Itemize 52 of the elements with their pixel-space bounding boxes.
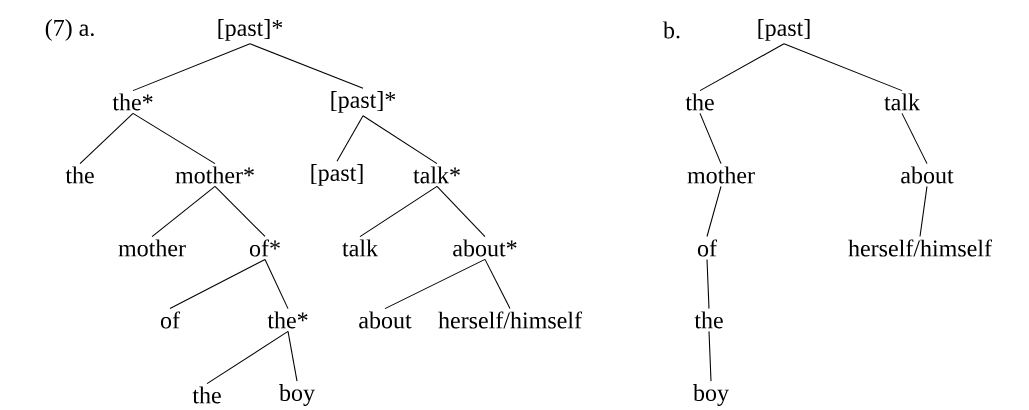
tree-word: the (192, 386, 221, 404)
tree-branch (151, 185, 216, 238)
tree-word: of (160, 311, 180, 329)
tree-word: of* (249, 239, 280, 257)
tree-branch (264, 258, 289, 310)
tree-branch (79, 112, 134, 165)
tree-branch (132, 112, 216, 165)
tree-branch (214, 185, 266, 238)
tree-word: [past]* (331, 91, 396, 113)
tree-word: [past] (311, 164, 363, 186)
tree-word: about* (453, 239, 517, 257)
example-label: b. (663, 21, 680, 39)
tree-word: the (685, 93, 714, 111)
tree-branch (783, 43, 903, 92)
tree-word: mother (687, 166, 755, 184)
tree-word: talk* (413, 166, 460, 184)
example-label: (7) a. (45, 19, 94, 41)
tree-branch (336, 115, 364, 162)
tree-word: [past]* (218, 19, 283, 41)
tree-branch (436, 185, 486, 238)
tree-branch (384, 258, 486, 310)
tree-word: the (65, 166, 94, 184)
tree-branch (484, 258, 511, 310)
tree-word: talk (342, 239, 378, 257)
tree-word: about (901, 166, 954, 184)
tree-word: the (694, 311, 723, 329)
tree-branch (706, 258, 710, 310)
tree-word: [past] (758, 19, 810, 41)
tree-branch (901, 112, 928, 165)
tree-branch (699, 112, 722, 165)
tree-branch (169, 258, 266, 310)
tree-branch (699, 43, 785, 92)
tree-word: mother* (175, 166, 254, 184)
tree-branch (132, 43, 251, 92)
tree-word: of (697, 239, 717, 257)
tree-word: the* (112, 93, 153, 111)
tree-word: about (359, 311, 412, 329)
tree-branch (708, 330, 712, 382)
tree-branch (249, 43, 364, 89)
tree-word: herself/himself (438, 311, 582, 329)
tree-word: talk (884, 93, 920, 111)
tree-branch (706, 185, 722, 238)
tree-branch (362, 115, 438, 165)
tree-word: mother (118, 239, 186, 257)
tree-word: herself/himself (848, 239, 992, 257)
tree-word: the* (267, 311, 308, 329)
tree-word: boy (693, 384, 729, 406)
tree-branch (287, 330, 298, 382)
tree-branch (919, 185, 928, 238)
tree-word: boy (279, 384, 315, 406)
tree-branch (206, 330, 289, 385)
tree-branch (359, 185, 438, 238)
